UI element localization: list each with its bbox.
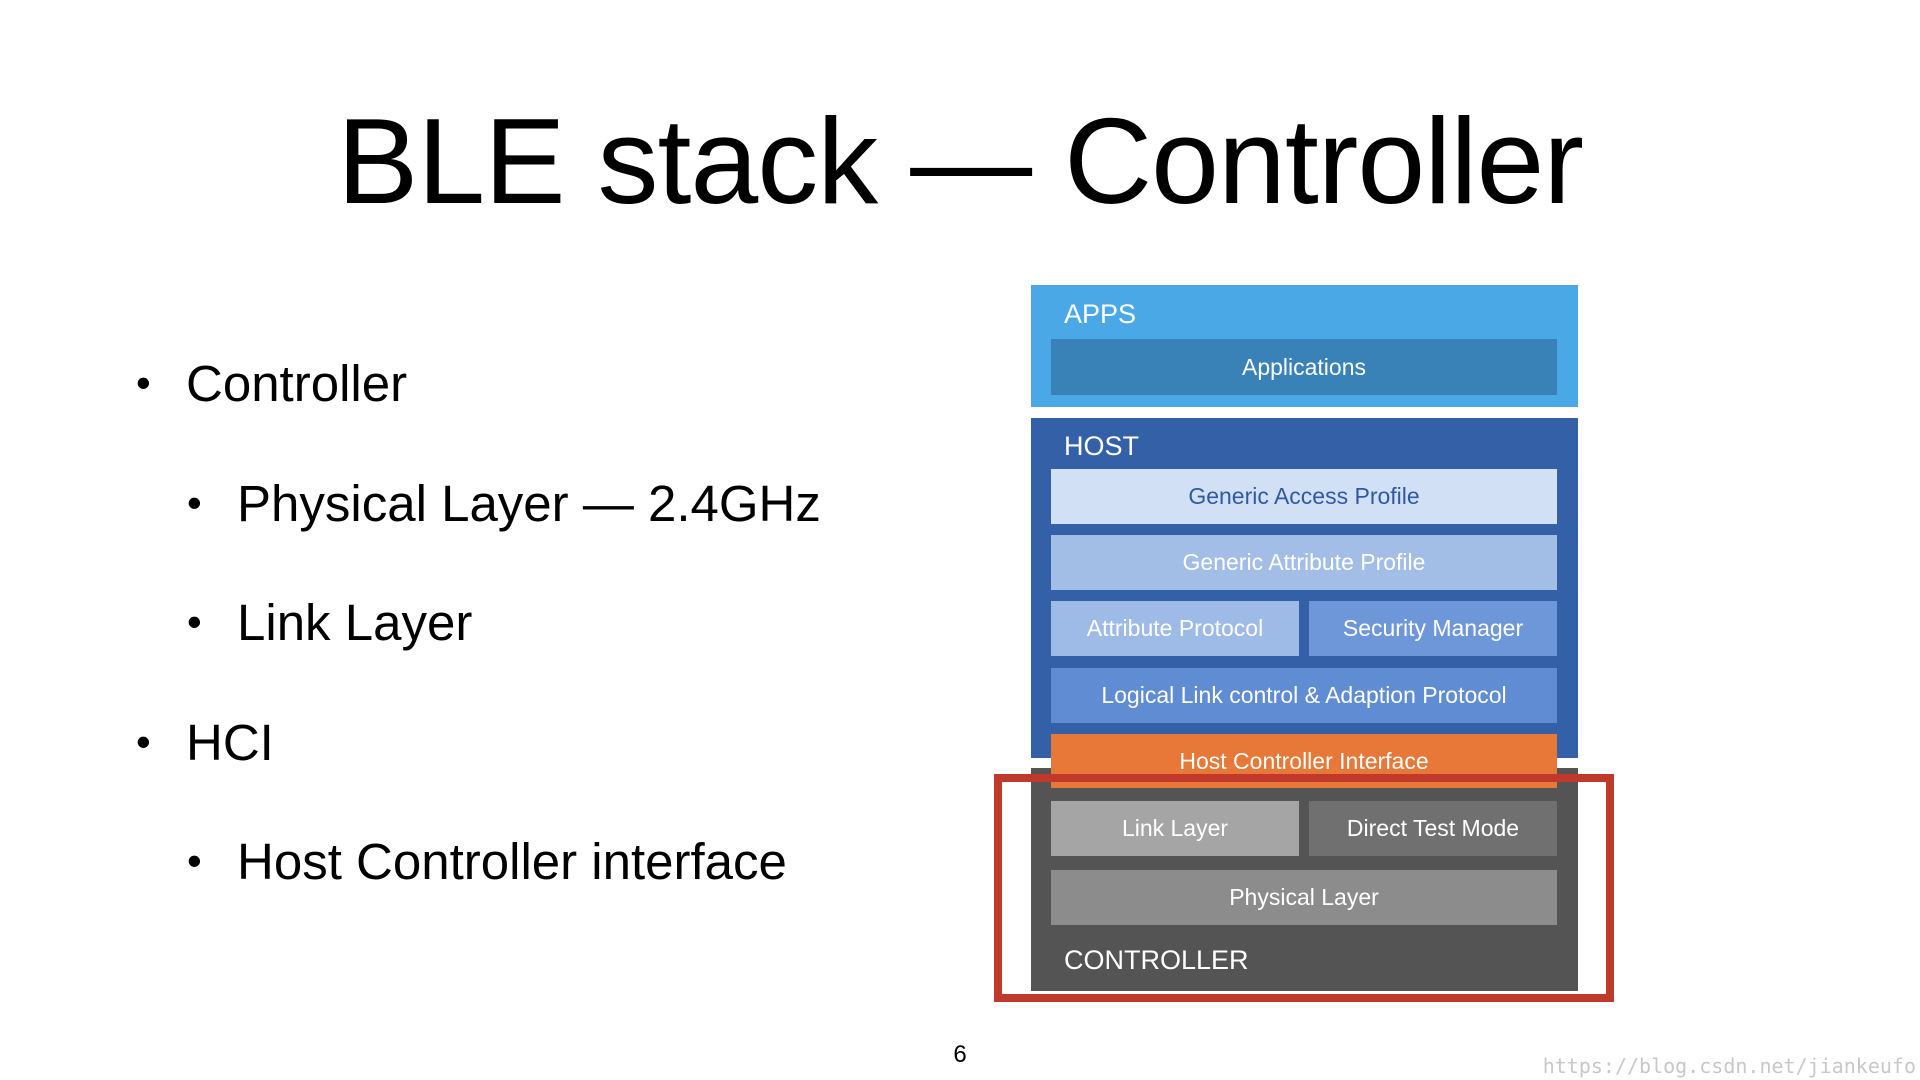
controller-label: CONTROLLER <box>1064 945 1249 975</box>
generic-attribute-profile-box: Generic Attribute Profile <box>1051 535 1557 590</box>
controller-panel: Link Layer Direct Test Mode Physical Lay… <box>1031 768 1578 991</box>
bullet-item: • HCI <box>136 714 274 771</box>
direct-test-mode-box: Direct Test Mode <box>1309 801 1557 856</box>
generic-access-profile-box: Generic Access Profile <box>1051 469 1557 524</box>
bullet-dot-icon: • <box>187 837 202 884</box>
bullet-item: • Physical Layer — 2.4GHz <box>187 475 821 532</box>
bullet-item: • Controller <box>136 355 408 412</box>
bullet-dot-icon: • <box>187 598 202 645</box>
apps-panel: APPS Applications <box>1031 285 1578 407</box>
bullet-text: Link Layer <box>237 594 473 651</box>
bullet-dot-icon: • <box>136 718 151 765</box>
bullet-item: • Link Layer <box>187 594 473 651</box>
bullet-text: HCI <box>186 714 274 771</box>
page-number: 6 <box>953 1041 967 1068</box>
bullet-dot-icon: • <box>136 359 151 406</box>
attribute-protocol-box: Attribute Protocol <box>1051 601 1299 656</box>
physical-layer-box: Physical Layer <box>1051 870 1557 925</box>
bullet-item: • Host Controller interface <box>187 833 787 890</box>
bullet-dot-icon: • <box>187 479 202 526</box>
link-layer-box: Link Layer <box>1051 801 1299 856</box>
host-label: HOST <box>1064 431 1140 461</box>
apps-label: APPS <box>1064 299 1137 329</box>
bullet-text: Controller <box>186 355 408 412</box>
host-panel: HOST Generic Access Profile Generic Attr… <box>1031 418 1578 758</box>
bullet-text: Physical Layer — 2.4GHz <box>237 475 821 532</box>
security-manager-box: Security Manager <box>1309 601 1557 656</box>
bullet-text: Host Controller interface <box>237 833 787 890</box>
slide-title: BLE stack — Controller <box>337 93 1584 229</box>
l2cap-box: Logical Link control & Adaption Protocol <box>1051 668 1557 723</box>
controller-highlight-frame <box>994 774 1614 1002</box>
watermark: https://blog.csdn.net/jiankeufo <box>1542 1054 1916 1078</box>
applications-box: Applications <box>1051 339 1557 395</box>
